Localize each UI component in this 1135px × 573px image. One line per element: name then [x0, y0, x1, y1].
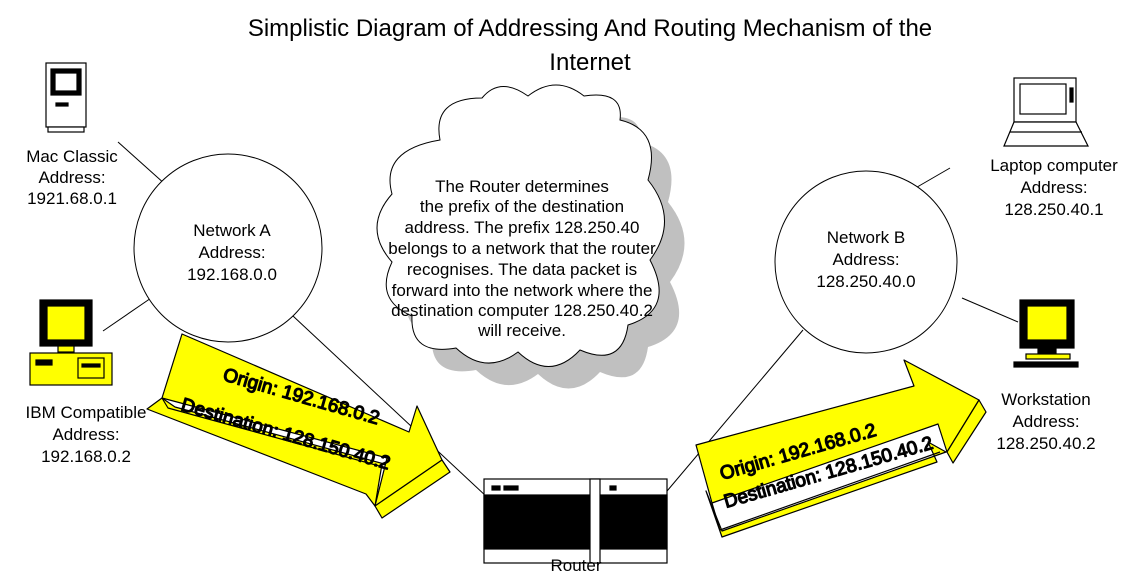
ibm-name: IBM Compatible: [26, 403, 147, 422]
packet-arrow-right-side: [705, 441, 947, 538]
link-laptop-network-b: [911, 167, 951, 191]
ibm-pc-icon: [29, 299, 113, 386]
laptop-screen: [1019, 83, 1067, 115]
router-icon: [483, 478, 668, 564]
mac-floppy-slot: [55, 102, 69, 107]
workstation-address: 128.250.40.2: [996, 434, 1095, 453]
network-a-address: 192.168.0.0: [187, 265, 277, 284]
mac-base: [47, 126, 85, 133]
packet-arrow-right-outline: [711, 451, 941, 531]
network-a: Network A Address: 192.168.0.0: [133, 153, 323, 343]
mac-label: Mac Classic Address: 1921.68.0.1: [26, 147, 118, 208]
ibm-address-label: Address:: [52, 425, 119, 444]
workstation-name: Workstation: [1001, 390, 1090, 409]
network-b-circle: [774, 170, 958, 354]
ibm-front-panel: [77, 357, 105, 379]
cloud-text-line-2: the prefix of the destination: [420, 197, 624, 216]
router-front-band: [483, 494, 668, 550]
ibm-address: 192.168.0.2: [41, 447, 131, 466]
laptop-address: 128.250.40.1: [1004, 200, 1103, 219]
network-b-address: 128.250.40.0: [816, 272, 915, 291]
cloud-text-line-5: recognises. The data packet is: [407, 260, 637, 279]
workstation-label: Workstation Address: 128.250.40.2: [996, 390, 1095, 453]
network-a-circle: [133, 153, 323, 343]
router-explanation-cloud: The Router determines the prefix of the …: [376, 84, 685, 389]
network-a-name: Network A: [193, 221, 271, 240]
link-network-a-router: [292, 315, 488, 498]
cloud-text-line-6: forward into the network where the: [392, 281, 653, 300]
cloud-text-line-7: destination computer 128.250.40.2: [391, 301, 653, 320]
mac-classic-icon: [45, 62, 87, 133]
ibm-drive-slot: [81, 363, 101, 368]
diagram-title-line-1: Simplistic Diagram of Addressing And Rou…: [248, 15, 932, 42]
ibm-monitor-stand: [57, 345, 75, 353]
router-led-3: [609, 485, 617, 491]
mac-address-label: Address:: [38, 168, 105, 187]
router-led-1: [491, 485, 501, 491]
ibm-label: IBM Compatible Address: 192.168.0.2: [26, 403, 147, 466]
workstation-monitor-screen: [1026, 305, 1068, 341]
cloud-text-line-8: will receive.: [477, 321, 566, 340]
packet-arrow-left: Origin: 192.168.0.2 Destination: 128.150…: [146, 333, 451, 519]
workstation-stand: [1037, 347, 1057, 355]
ibm-monitor-screen: [46, 305, 86, 341]
link-workstation-network-b: [961, 297, 1019, 323]
ibm-drive-bay: [35, 359, 53, 366]
router-label-visible: Router: [550, 556, 601, 573]
link-ibm-network-a: [102, 295, 155, 332]
cloud-shape: [376, 84, 665, 367]
workstation-base: [1025, 353, 1071, 360]
connector-lines: [102, 141, 1019, 498]
workstation-keyboard: [1013, 361, 1079, 368]
network-b-address-label: Address:: [832, 250, 899, 269]
link-network-b-router: [661, 329, 804, 498]
packet-arrow-left-head-side: [374, 459, 451, 519]
mac-name: Mac Classic: [26, 147, 118, 166]
laptop-label: Laptop computer Address: 128.250.40.1: [990, 156, 1118, 219]
workstation-address-label: Address:: [1012, 412, 1079, 431]
laptop-keyboard-base: [1003, 121, 1089, 147]
cloud-text-line-4: belongs to a network that the router: [388, 239, 656, 258]
mac-address: 1921.68.0.1: [27, 189, 117, 208]
packet-arrow-left-side: [146, 397, 400, 507]
link-mac-network-a: [117, 141, 167, 186]
diagram-title-line-2: Internet: [549, 49, 631, 76]
packet-arrow-right-head-side: [946, 399, 987, 464]
network-a-address-label: Address:: [198, 243, 265, 262]
router-divider: [589, 478, 601, 564]
packet-arrow-left-outline: [161, 397, 384, 468]
cloud-text-line-1: The Router determines: [435, 177, 609, 196]
packet-arrow-right: Origin: 192.168.0.2 Destination: 128.150…: [695, 359, 987, 538]
router-led-2: [503, 485, 519, 491]
laptop-icon: [1003, 77, 1089, 147]
workstation-icon: [1013, 299, 1079, 368]
cloud-text-line-3: address. The prefix 128.250.40: [404, 218, 639, 237]
laptop-name: Laptop computer: [990, 156, 1118, 175]
network-b-name: Network B: [827, 228, 905, 247]
laptop-address-label: Address:: [1020, 178, 1087, 197]
mac-screen: [54, 72, 78, 92]
laptop-hinge-detail: [1069, 87, 1074, 103]
network-b: Network B Address: 128.250.40.0: [774, 170, 958, 354]
